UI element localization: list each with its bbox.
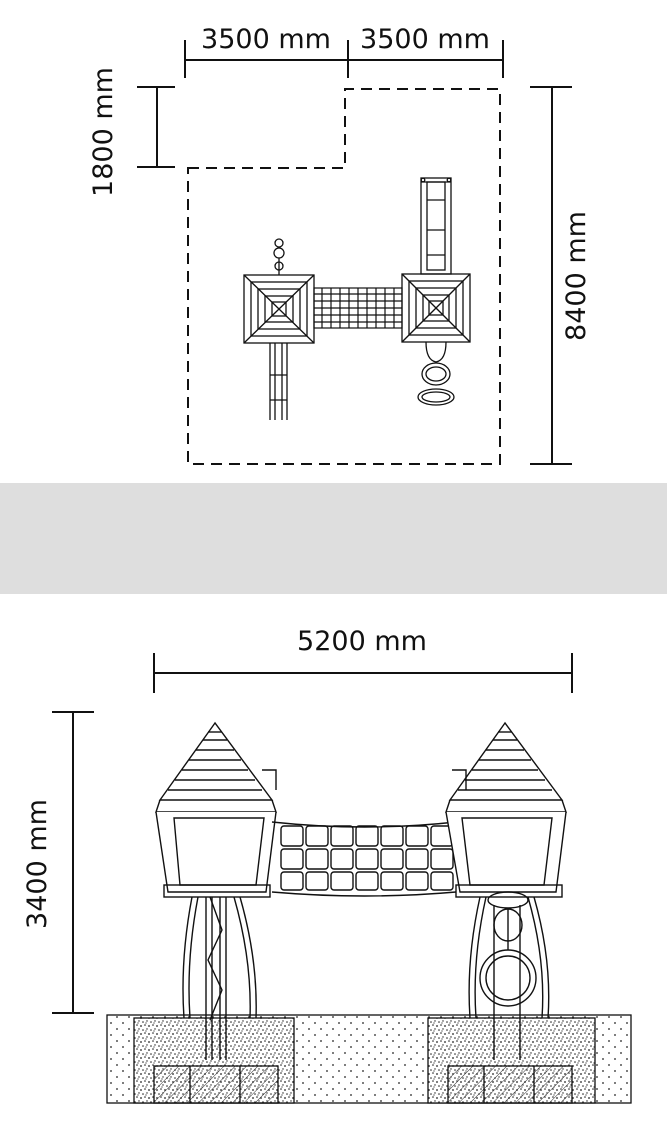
width-dimension-top	[184, 40, 504, 78]
bridge-plan	[313, 287, 403, 329]
dim-height-label: 3400 mm	[22, 799, 53, 929]
dim-offset-label: 1800 mm	[88, 67, 119, 197]
right-tower-elevation	[445, 721, 567, 1060]
section-separator	[0, 483, 667, 594]
height-dimension	[52, 711, 94, 1014]
offset-dimension	[137, 86, 175, 168]
dim-width-left-label: 3500 mm	[201, 24, 331, 55]
right-tower-plan	[401, 177, 471, 406]
length-dimension	[530, 86, 572, 465]
left-tower-elevation	[155, 721, 277, 1060]
elevation-view-drawing: 5200 mm 3400 mm	[22, 626, 632, 1104]
elevation-view: 5200 mm 3400 mm	[0, 594, 667, 1122]
plan-view: 3500 mm 3500 mm 1800 mm 8400 mm	[0, 0, 667, 483]
left-tower-plan	[243, 238, 315, 420]
ground-section	[106, 1014, 632, 1104]
safety-zone-outline	[187, 88, 501, 465]
net-bridge-elevation	[271, 821, 457, 897]
dim-width-right-label: 3500 mm	[360, 24, 490, 55]
dim-length-label: 8400 mm	[561, 211, 592, 341]
plan-view-drawing: 3500 mm 3500 mm 1800 mm 8400 mm	[88, 24, 592, 465]
dim-width-label: 5200 mm	[297, 626, 427, 657]
total-width-dimension	[153, 653, 573, 693]
